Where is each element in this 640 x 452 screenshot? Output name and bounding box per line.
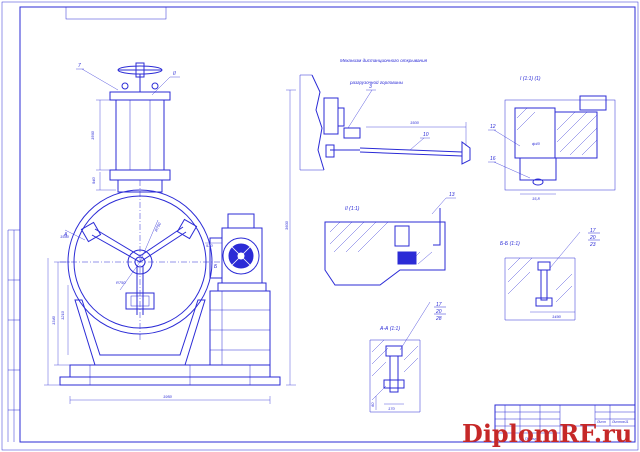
dim-3600: 3600 [284, 220, 289, 230]
upper-column [109, 91, 171, 193]
sheet-label: Лист [596, 420, 606, 424]
section-I-label: I (1:1) (1) [520, 76, 541, 82]
section-BB-label: Б-Б (1:1) [500, 241, 520, 247]
section-marker-A: A [63, 232, 68, 238]
BB-stack-3: 23 [589, 242, 596, 248]
section-BB: Б-Б (1:1) 1490 17 20 23 [500, 228, 600, 321]
leader-7 [81, 68, 119, 91]
dim-1950: 1950 [163, 394, 173, 399]
callout-II: II [173, 71, 176, 77]
dim-ph40: ф40 [532, 141, 541, 146]
section-II: II (1:1) 13 [324, 192, 456, 286]
sheets-count: 11 [625, 420, 629, 424]
watermark: DiplomRF.ru [462, 419, 632, 448]
signature-label: Подпись [525, 437, 539, 441]
dimension-lines-main [44, 89, 296, 404]
title-block: Лист Листов 11 Подпись [494, 404, 636, 443]
base-frame [59, 299, 281, 386]
section-marker-B: Б [214, 264, 218, 270]
gearbox-pedestal [209, 290, 271, 366]
dim-R750b: R750 [116, 280, 126, 285]
AA-stack-2: 20 [435, 309, 442, 315]
main-assembly: 1560 940 530 R750 R750 1210 1340 1950 36… [44, 62, 296, 404]
dim-1340: 1340 [51, 315, 56, 325]
section-I: I (1:1) (1) 15,8 ф40 12 16 [488, 76, 616, 201]
section-AA-label: А-А (1:1) [379, 326, 400, 332]
section-AA: А-А (1:1) 60 170 17 20 28 [369, 301, 446, 413]
dim-R750: R750 [153, 221, 162, 232]
dim-170: 170 [388, 406, 395, 411]
section-II-label: II (1:1) [345, 206, 360, 212]
motor [209, 213, 267, 292]
callout-12: 12 [490, 124, 496, 130]
drawing-frame [19, 6, 636, 443]
callout-7: 7 [78, 63, 81, 69]
callout-13: 13 [449, 192, 455, 198]
dim-1500: 1500 [410, 120, 420, 125]
dim-158: 15,8 [532, 196, 541, 201]
AA-stack-3: 28 [435, 316, 442, 322]
BB-stack-1: 17 [590, 228, 596, 234]
dim-1490: 1490 [552, 314, 562, 319]
sheets-label: Листов [611, 420, 625, 424]
mechanism-title-line1: Механизм дистанционного открывания [340, 58, 428, 63]
drum [60, 180, 220, 340]
BB-stack-2: 20 [589, 235, 596, 241]
dim-1210: 1210 [60, 310, 65, 320]
dim-60: 60 [370, 402, 375, 407]
AA-stack-1: 17 [436, 302, 442, 308]
handwheel [117, 62, 163, 92]
dim-530: 530 [206, 243, 213, 248]
dim-940: 940 [91, 177, 96, 184]
callout-10: 10 [423, 132, 429, 138]
dim-1590: 1590 [60, 234, 70, 239]
dim-1560: 1560 [90, 130, 95, 140]
left-side-stamp [7, 229, 20, 442]
mechanism-title-line2: разгрузочной горловины [349, 79, 404, 85]
callout-16: 16 [490, 156, 496, 162]
top-stamp-box [65, 6, 167, 20]
remote-opening-mechanism: Механизм дистанционного открывания разгр… [299, 58, 471, 171]
leader-II [151, 76, 171, 96]
callout-3: 3 [369, 84, 372, 90]
